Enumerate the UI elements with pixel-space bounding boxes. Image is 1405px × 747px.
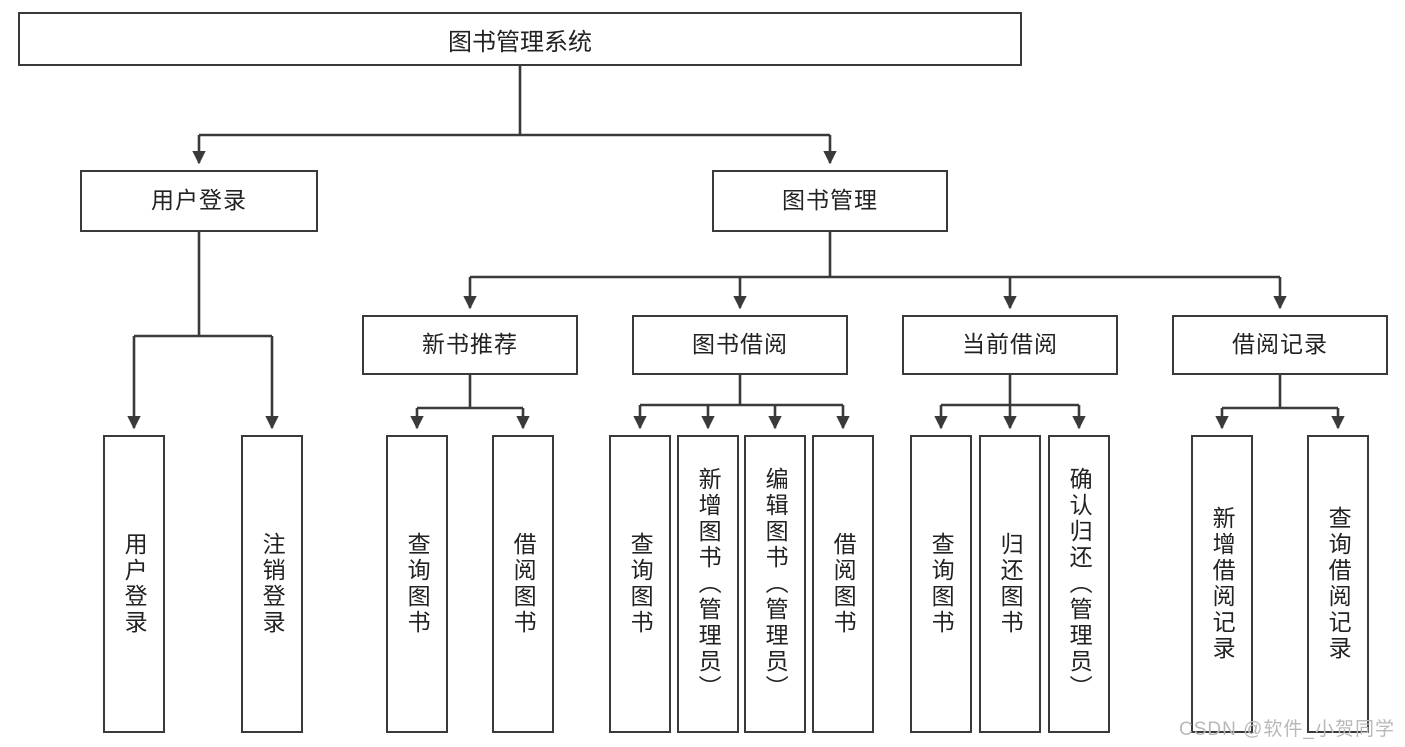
node-label: 用户登录	[121, 532, 148, 636]
node-label: 编辑图书（管理员）	[762, 467, 789, 701]
node-book-management[interactable]: 图书管理	[712, 170, 948, 232]
node-label: 借阅记录	[1232, 331, 1328, 358]
leaf-borrow-query-book[interactable]: 查询图书	[609, 435, 671, 733]
leaf-borrow-edit-book-admin[interactable]: 编辑图书（管理员）	[744, 435, 806, 733]
watermark-text: CSDN @软件_小贺同学	[1179, 719, 1395, 740]
node-borrow-records[interactable]: 借阅记录	[1172, 315, 1388, 375]
node-label: 查询图书	[627, 532, 654, 636]
node-label: 当前借阅	[962, 331, 1058, 358]
node-label: 归还图书	[997, 532, 1024, 636]
node-label: 借阅图书	[830, 532, 857, 636]
node-current-borrow[interactable]: 当前借阅	[902, 315, 1118, 375]
node-book-borrow[interactable]: 图书借阅	[632, 315, 848, 375]
node-label: 新增借阅记录	[1209, 506, 1236, 662]
node-label: 图书借阅	[692, 331, 788, 358]
node-root-system[interactable]: 图书管理系统	[18, 12, 1022, 66]
leaf-records-query-record[interactable]: 查询借阅记录	[1307, 435, 1369, 733]
node-label: 新书推荐	[422, 331, 518, 358]
leaf-current-query-book[interactable]: 查询图书	[910, 435, 972, 733]
node-label: 查询图书	[404, 532, 431, 636]
node-label: 用户登录	[151, 187, 247, 214]
leaf-new-book-borrow[interactable]: 借阅图书	[492, 435, 554, 733]
node-label: 图书管理	[782, 187, 878, 214]
node-label: 借阅图书	[510, 532, 537, 636]
node-label: 查询借阅记录	[1325, 506, 1352, 662]
leaf-borrow-borrow-book[interactable]: 借阅图书	[812, 435, 874, 733]
node-new-book-recommend[interactable]: 新书推荐	[362, 315, 578, 375]
leaf-records-add-record[interactable]: 新增借阅记录	[1191, 435, 1253, 733]
node-label: 图书管理系统	[448, 28, 592, 56]
node-label: 注销登录	[259, 532, 286, 636]
node-label: 查询图书	[928, 532, 955, 636]
leaf-borrow-add-book-admin[interactable]: 新增图书（管理员）	[677, 435, 739, 733]
leaf-new-book-query[interactable]: 查询图书	[386, 435, 448, 733]
leaf-user-login-logout[interactable]: 注销登录	[241, 435, 303, 733]
leaf-user-login-login[interactable]: 用户登录	[103, 435, 165, 733]
node-label: 确认归还（管理员）	[1066, 467, 1093, 701]
leaf-current-return-book[interactable]: 归还图书	[979, 435, 1041, 733]
leaf-current-confirm-return-admin[interactable]: 确认归还（管理员）	[1048, 435, 1110, 733]
node-user-login[interactable]: 用户登录	[80, 170, 318, 232]
node-label: 新增图书（管理员）	[695, 467, 722, 701]
